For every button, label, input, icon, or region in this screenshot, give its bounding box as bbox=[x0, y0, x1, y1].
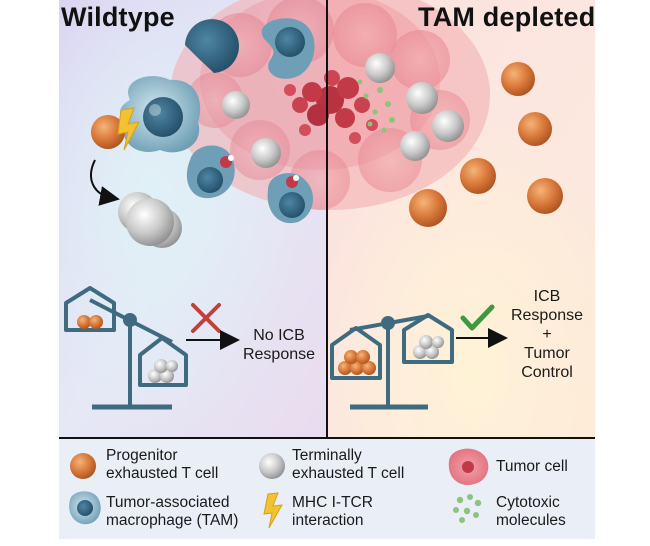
legend-terminal-icon bbox=[259, 453, 285, 479]
legend-mhc-label: MHC I-TCR interaction bbox=[292, 494, 373, 530]
differentiation-arrow bbox=[90, 159, 120, 206]
tumor-core bbox=[284, 70, 378, 144]
outcome-line: Tumor bbox=[524, 345, 570, 362]
tam-cell-bottom-right bbox=[267, 173, 314, 224]
legend-line: Progenitor bbox=[106, 447, 178, 464]
legend-line: molecules bbox=[496, 512, 566, 529]
progenitor-t-cell bbox=[91, 115, 125, 149]
wildtype-title: Wildtype bbox=[61, 2, 175, 32]
legend-line: MHC I-TCR bbox=[292, 494, 373, 511]
wildtype-left-pan-cells bbox=[77, 315, 103, 329]
legend-progenitor-label: Progenitor exhausted T cell bbox=[106, 447, 218, 483]
legend-line: Tumor-associated bbox=[106, 494, 230, 511]
tam-depleted-right-pan-cells bbox=[413, 335, 444, 359]
outcome-line: No ICB bbox=[253, 327, 305, 344]
legend-mhc-lightning-icon bbox=[263, 492, 283, 529]
legend-line: exhausted T cell bbox=[292, 465, 405, 482]
legend-terminal-label: Terminally exhausted T cell bbox=[292, 447, 404, 483]
legend-background bbox=[59, 439, 595, 539]
progenitor-t-cells-right bbox=[409, 62, 563, 227]
legend-tam-label: Tumor-associated macrophage (TAM) bbox=[106, 494, 238, 530]
tam-depleted-left-pan-cells bbox=[338, 350, 376, 375]
terminal-t-cell bbox=[222, 91, 250, 119]
terminal-t-cell-cluster bbox=[118, 192, 182, 248]
tam-cell-bottom-left bbox=[186, 145, 235, 199]
legend-line: interaction bbox=[292, 512, 364, 529]
terminal-t-cell bbox=[251, 138, 281, 168]
no-response-cross-icon bbox=[191, 303, 221, 333]
terminal-t-cells-right bbox=[365, 53, 464, 161]
outcome-line: Control bbox=[521, 364, 573, 381]
tam-cell-top bbox=[261, 18, 315, 79]
tam-macrophage-large bbox=[120, 76, 201, 153]
wildtype-right-pan-cells bbox=[148, 359, 178, 383]
response-check-icon bbox=[460, 304, 495, 331]
legend-tam-icon bbox=[69, 491, 101, 525]
tam-depleted-outcome-label: ICB Response + Tumor Control bbox=[507, 287, 587, 382]
legend-cytotoxic-label: Cytotoxic molecules bbox=[496, 494, 566, 530]
legend-tumor-icon bbox=[448, 448, 489, 486]
outcome-line: Response bbox=[510, 307, 584, 324]
legend-line: Terminally bbox=[292, 447, 362, 464]
legend-line: Cytotoxic bbox=[496, 494, 560, 511]
outcome-line: + bbox=[542, 326, 552, 343]
wildtype-balance-scale bbox=[64, 286, 188, 410]
legend-progenitor-icon bbox=[70, 453, 96, 479]
outcome-line: Response bbox=[242, 346, 316, 363]
tam-cell-left-pacman bbox=[185, 19, 239, 73]
legend-tumor-label: Tumor cell bbox=[496, 458, 568, 475]
legend-line: macrophage (TAM) bbox=[106, 512, 239, 529]
wildtype-outcome-label: No ICB Response bbox=[234, 326, 324, 364]
tam-depleted-balance-scale bbox=[330, 313, 454, 410]
legend-cytotoxic-icon bbox=[453, 494, 482, 523]
legend-line: exhausted T cell bbox=[106, 465, 219, 482]
tam-depleted-title: TAM depleted bbox=[418, 2, 596, 32]
mhc-tcr-lightning-icon bbox=[117, 107, 140, 151]
outcome-line: ICB bbox=[533, 288, 561, 305]
